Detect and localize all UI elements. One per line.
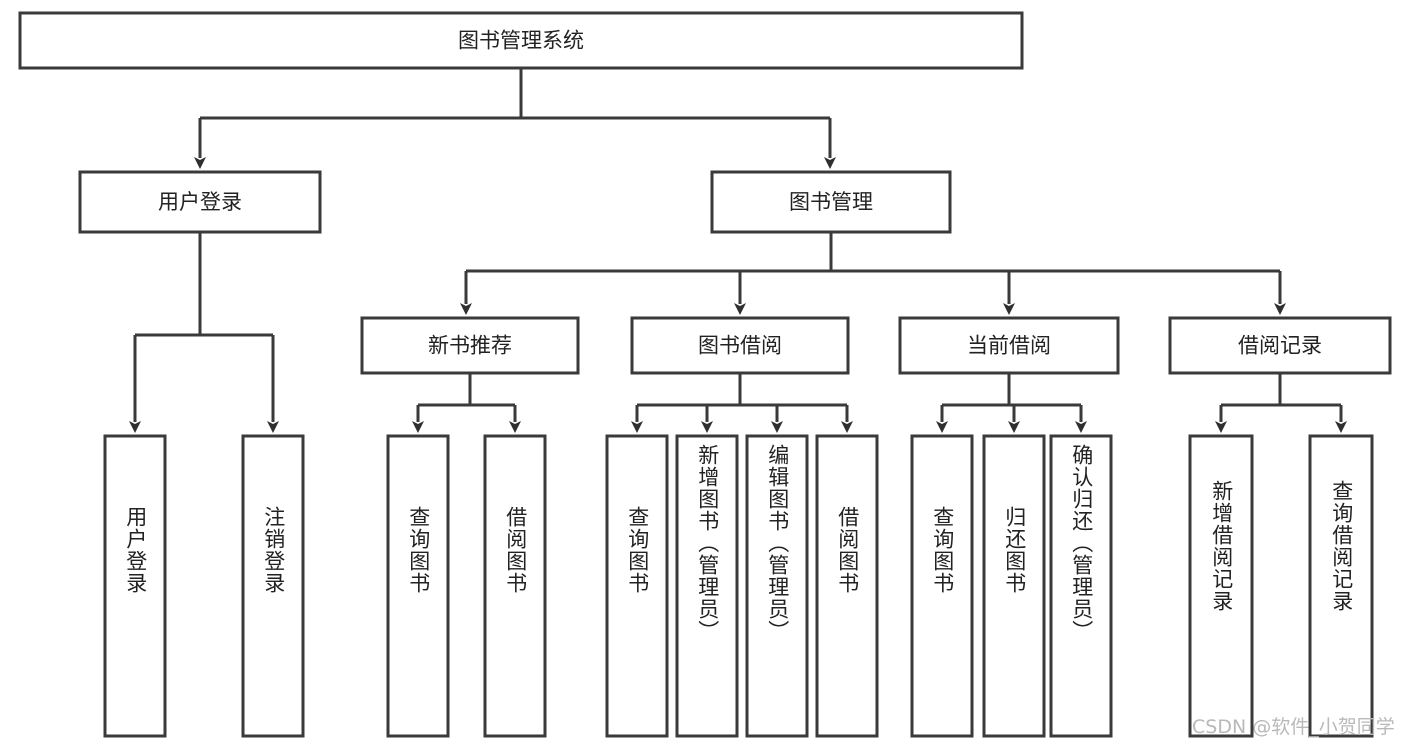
node-label-leaf-add-book-admin: 新增图书（管理员）: [695, 444, 720, 642]
node-label-root: 图书管理系统: [458, 29, 584, 53]
node-box-leaf-borrow-book[interactable]: [815, 434, 879, 738]
node-box-borrow-records[interactable]: [1168, 316, 1392, 375]
node-box-new-book-recommend[interactable]: [360, 316, 580, 375]
node-label-leaf-confirm-return-admin: 确认归还（管理员）: [1069, 444, 1094, 642]
node-box-leaf-return-book[interactable]: [982, 434, 1046, 738]
node-label-leaf-query-borrow-record: 查询借阅记录: [1329, 480, 1354, 612]
node-box-leaf-edit-book-admin[interactable]: [745, 434, 809, 738]
node-box-leaf-add-book-admin[interactable]: [675, 434, 739, 738]
node-box-user-login[interactable]: [78, 170, 322, 234]
node-box-leaf-query-book-borrow[interactable]: [605, 434, 669, 738]
node-label-leaf-logout: 注销登录: [261, 506, 286, 594]
node-box-leaf-add-borrow-record[interactable]: [1188, 434, 1254, 738]
node-label-user-login: 用户登录: [158, 190, 242, 214]
connector-layer: [129, 68, 1347, 433]
node-box-current-borrow[interactable]: [898, 316, 1120, 375]
node-label-current-borrow: 当前借阅: [967, 334, 1051, 358]
node-label-leaf-query-book-recommend: 查询图书: [406, 506, 431, 594]
node-label-leaf-add-borrow-record: 新增借阅记录: [1209, 480, 1234, 612]
node-label-borrow-records: 借阅记录: [1238, 334, 1322, 358]
node-label-leaf-edit-book-admin: 编辑图书（管理员）: [765, 444, 790, 642]
node-box-leaf-user-login[interactable]: [103, 434, 167, 738]
node-box-root[interactable]: [18, 11, 1024, 70]
node-label-leaf-borrow-book-recommend: 借阅图书: [503, 506, 528, 594]
node-box-leaf-query-book-recommend[interactable]: [386, 434, 450, 738]
node-box-layer: [18, 11, 1392, 738]
node-box-leaf-logout[interactable]: [241, 434, 305, 738]
node-label-leaf-query-book-current: 查询图书: [930, 506, 955, 594]
node-box-leaf-query-book-current[interactable]: [910, 434, 974, 738]
node-box-leaf-query-borrow-record[interactable]: [1308, 434, 1374, 738]
node-label-leaf-query-book-borrow: 查询图书: [625, 506, 650, 594]
node-label-new-book-recommend: 新书推荐: [428, 334, 512, 358]
node-box-book-borrow[interactable]: [630, 316, 850, 375]
node-box-leaf-borrow-book-recommend[interactable]: [483, 434, 547, 738]
node-label-book-borrow: 图书借阅: [698, 334, 782, 358]
node-label-leaf-user-login: 用户登录: [123, 506, 148, 594]
node-label-leaf-borrow-book: 借阅图书: [835, 506, 860, 594]
node-box-book-management[interactable]: [710, 170, 952, 234]
node-label-book-management: 图书管理: [789, 190, 873, 214]
watermark: CSDN @软件_小贺同学: [1192, 716, 1395, 738]
node-label-leaf-return-book: 归还图书: [1002, 506, 1027, 594]
node-box-leaf-confirm-return-admin[interactable]: [1049, 434, 1113, 738]
